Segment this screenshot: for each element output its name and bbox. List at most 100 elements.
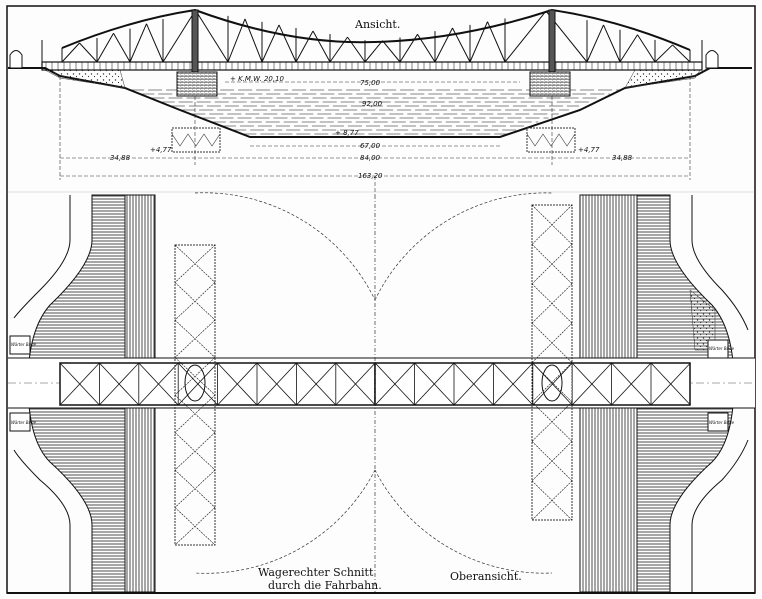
swung-brace bbox=[174, 469, 216, 508]
span-piers-label: 92,00 bbox=[362, 100, 383, 108]
truss-diagonal bbox=[417, 34, 436, 63]
swung-brace bbox=[531, 322, 573, 363]
truss-diagonal bbox=[244, 18, 263, 63]
pier-right-foundation-label: +4,77 bbox=[578, 146, 600, 154]
side-span-right-label: 34,88 bbox=[612, 154, 633, 162]
span-brace bbox=[493, 362, 534, 406]
river-bed-label: + 8,77 bbox=[335, 129, 359, 137]
truss-diagonal bbox=[487, 21, 506, 63]
truss-diagonal bbox=[113, 33, 131, 63]
truss-diagonal bbox=[227, 18, 246, 63]
span-brace bbox=[611, 362, 652, 406]
truss-diagonal bbox=[452, 27, 471, 63]
truss-diagonal bbox=[162, 9, 196, 63]
swung-brace bbox=[531, 401, 573, 442]
span-brace bbox=[296, 362, 337, 406]
swung-brace bbox=[174, 394, 216, 433]
right-pivot bbox=[541, 364, 563, 402]
truss-top-chord bbox=[61, 8, 691, 51]
span-brace bbox=[414, 362, 455, 406]
span-brace bbox=[177, 362, 218, 406]
truss-diagonal bbox=[364, 40, 383, 63]
left-booth-elevation bbox=[9, 50, 23, 69]
section-title-line2: durch die Fahrbahn. bbox=[268, 579, 382, 592]
truss-diagonal bbox=[434, 27, 453, 63]
swung-brace bbox=[531, 283, 573, 324]
swung-brace bbox=[174, 357, 216, 396]
truss-diagonal bbox=[261, 24, 280, 63]
water-lines bbox=[130, 89, 620, 135]
main-span-label: 84,00 bbox=[360, 154, 381, 162]
right-pier bbox=[529, 71, 571, 97]
left-tower bbox=[191, 9, 199, 73]
span-brace bbox=[571, 362, 612, 406]
booth-right-top-label: Wärter Bude bbox=[709, 346, 735, 351]
swung-brace bbox=[174, 282, 216, 321]
bridge-deck bbox=[41, 61, 703, 71]
truss-diagonal bbox=[79, 42, 98, 63]
plan-title: Oberansicht. bbox=[450, 570, 522, 583]
truss-diagonal bbox=[146, 23, 164, 63]
booth-right-top bbox=[707, 339, 729, 359]
swung-brace bbox=[531, 441, 573, 482]
elevation-title: Ansicht. bbox=[354, 18, 400, 31]
side-span-left-label: 34,88 bbox=[110, 154, 131, 162]
span-brace bbox=[453, 362, 494, 406]
left-pivot bbox=[184, 364, 206, 402]
left-pier-foundation bbox=[171, 127, 221, 153]
truss-diagonal bbox=[295, 30, 314, 63]
truss-diagonal bbox=[195, 9, 229, 63]
truss-diagonal bbox=[504, 10, 547, 63]
booth-right-bottom-label: Wärter Bude bbox=[709, 420, 735, 425]
span-brace bbox=[374, 362, 415, 406]
span-brace bbox=[99, 362, 140, 406]
truss-diagonal bbox=[129, 23, 147, 63]
truss-diagonal bbox=[312, 30, 331, 63]
booth-right-bottom bbox=[707, 412, 729, 432]
booth-left-top-label: Wärter Bude bbox=[11, 342, 37, 347]
left-bank-edge bbox=[13, 195, 71, 592]
left-abutment-fill bbox=[44, 69, 126, 89]
truss-diagonal bbox=[347, 36, 366, 63]
span-brace bbox=[256, 362, 297, 406]
swung-brace bbox=[174, 244, 216, 283]
span-brace bbox=[59, 362, 100, 406]
truss-diagonal bbox=[619, 34, 638, 63]
pier-left-foundation-label: +4,77 bbox=[150, 146, 172, 154]
truss-diagonal bbox=[61, 42, 80, 63]
truss-diagonal bbox=[469, 21, 488, 63]
span-brace bbox=[138, 362, 179, 406]
swung-brace bbox=[174, 319, 216, 358]
swung-truss-bracing bbox=[174, 204, 573, 546]
total-length-label: 163,20 bbox=[358, 172, 383, 180]
swung-brace bbox=[531, 244, 573, 285]
truss-diagonals bbox=[61, 9, 691, 63]
plan-view: Wärter Bude Wärter Bude Wärter Bude Wärt… bbox=[8, 192, 755, 593]
span-brace bbox=[217, 362, 258, 406]
bed-width-label: 67,00 bbox=[360, 142, 381, 150]
section-title-line1: Wagerechter Schnitt bbox=[258, 566, 374, 579]
left-pier bbox=[176, 71, 218, 97]
booth-left-bottom-label: Wärter Bude bbox=[11, 420, 37, 425]
booth-left-bottom bbox=[9, 412, 31, 432]
span-brace bbox=[650, 362, 691, 406]
truss-diagonal bbox=[96, 33, 114, 63]
truss-diagonal bbox=[637, 34, 656, 63]
span-water-label: 75,00 bbox=[360, 79, 381, 87]
right-pier-foundation bbox=[526, 127, 576, 153]
truss-diagonal bbox=[329, 36, 348, 63]
swung-brace bbox=[174, 507, 216, 546]
span-brace bbox=[335, 362, 376, 406]
swung-brace bbox=[174, 432, 216, 471]
elevation-view: Ansicht. + K.M.W. 20,10 75,00 92,00 + 8,… bbox=[8, 8, 752, 195]
truss-diagonal bbox=[382, 40, 401, 63]
truss-diagonal bbox=[654, 44, 673, 63]
right-tower bbox=[548, 9, 556, 73]
deck-railing bbox=[45, 62, 695, 70]
truss-diagonal bbox=[399, 34, 418, 63]
truss-diagonal bbox=[672, 44, 691, 63]
truss-diagonal bbox=[278, 24, 297, 63]
dimension-lines bbox=[59, 76, 691, 195]
